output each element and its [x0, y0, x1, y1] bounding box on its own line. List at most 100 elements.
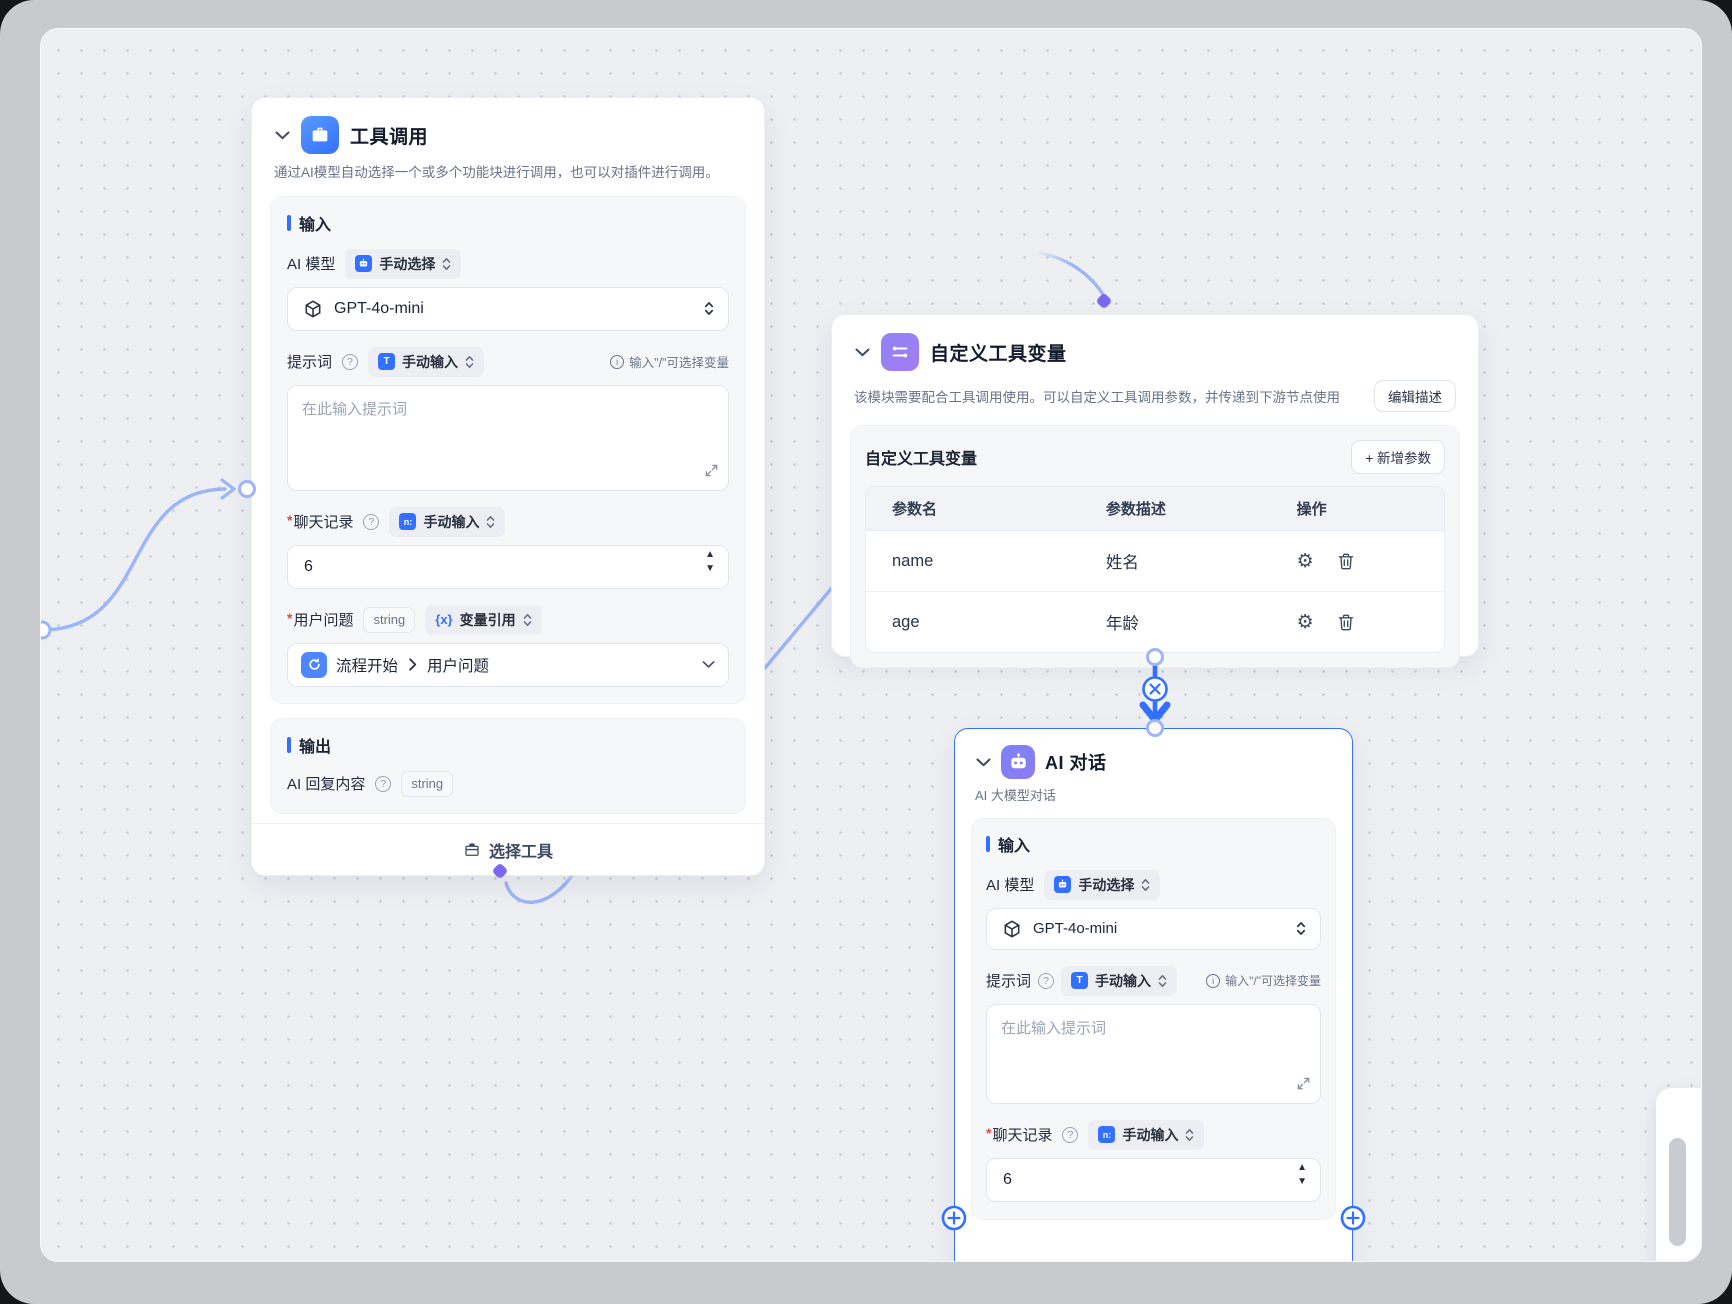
- collapse-chevron-icon[interactable]: [274, 127, 290, 143]
- toolbox-outline-icon: [465, 842, 479, 856]
- model-mode-select[interactable]: 手动选择: [1044, 869, 1161, 900]
- variable-hint: 输入"/"可选择变量: [1206, 972, 1321, 989]
- offscreen-panel-handle[interactable]: [1669, 1138, 1686, 1246]
- output-panel: 输出 AI 回复内容 string: [270, 717, 746, 814]
- node-ai-chat[interactable]: AI 对话 AI 大模型对话 输入 AI 模型 手动选择: [954, 728, 1353, 1261]
- collapse-chevron-icon[interactable]: [975, 754, 991, 770]
- model-value: GPT-4o-mini: [1033, 920, 1118, 938]
- expand-icon[interactable]: [1297, 1077, 1310, 1095]
- delete-edge-button: [1142, 676, 1168, 702]
- trash-icon[interactable]: [1338, 614, 1354, 631]
- selector-updown-icon: [523, 613, 532, 627]
- history-mode-select[interactable]: n: 手动输入: [1088, 1119, 1205, 1150]
- node-subtitle: AI 大模型对话: [975, 788, 1056, 803]
- required-asterisk: *: [287, 610, 293, 627]
- prompt-textarea-wrap: [287, 384, 729, 491]
- prompt-label: 提示词: [986, 973, 1032, 991]
- help-icon[interactable]: [375, 775, 392, 792]
- gear-icon[interactable]: ⚙: [1296, 611, 1314, 633]
- selector-updown-icon: [704, 301, 714, 316]
- history-mode-select[interactable]: n: 手动输入: [389, 506, 506, 537]
- selector-updown-icon: [442, 257, 451, 271]
- history-label: *聊天记录: [287, 512, 354, 532]
- edge-arrowhead-icon: [1139, 701, 1171, 724]
- selector-updown-icon: [1296, 921, 1306, 936]
- help-icon[interactable]: [1062, 1126, 1079, 1143]
- node-tool-call[interactable]: 工具调用 通过AI模型自动选择一个或多个功能块进行调用，也可以对插件进行调用。 …: [251, 97, 765, 876]
- prompt-mode-select[interactable]: T 手动输入: [368, 346, 485, 377]
- custom-vars-panel: 自定义工具变量 + 新增参数 参数名 参数描述 操作 name 姓名: [850, 425, 1460, 668]
- number-input-icon: n:: [1098, 1126, 1116, 1144]
- robot-icon: [1054, 876, 1072, 894]
- edge-arrow-icon: [220, 478, 236, 500]
- input-panel: 输入 AI 模型 手动选择 GPT-4o-mini: [270, 195, 746, 704]
- model-label: AI 模型: [986, 877, 1035, 895]
- prompt-mode-label: 手动输入: [1095, 972, 1152, 989]
- trash-icon[interactable]: [1338, 553, 1354, 570]
- flow-canvas[interactable]: 工具调用 通过AI模型自动选择一个或多个功能块进行调用，也可以对插件进行调用。 …: [40, 28, 1702, 1262]
- question-mode-select[interactable]: {x} 变量引用: [425, 604, 542, 635]
- edge-start-to-toolcall: [43, 487, 227, 632]
- gear-icon[interactable]: ⚙: [1296, 550, 1314, 572]
- step-up-icon: ▲: [1297, 1161, 1307, 1173]
- required-asterisk: *: [287, 512, 293, 529]
- close-icon: [1149, 683, 1161, 695]
- edge-diamond-handle[interactable]: [1095, 292, 1113, 310]
- node-description: 通过AI模型自动选择一个或多个功能块进行调用，也可以对插件进行调用。: [274, 165, 719, 180]
- output-label: AI 回复内容: [287, 776, 366, 794]
- section-title-input: 输入: [998, 837, 1031, 855]
- history-number-wrap: ▲▼: [287, 544, 729, 589]
- step-down-icon: ▼: [705, 562, 715, 574]
- step-up-icon: ▲: [705, 548, 715, 560]
- col-actions: 操作: [1270, 487, 1444, 531]
- node-title: AI 对话: [1045, 753, 1107, 773]
- add-param-button[interactable]: + 新增参数: [1351, 440, 1445, 474]
- history-number-input[interactable]: [287, 544, 729, 589]
- model-mode-select[interactable]: 手动选择: [345, 248, 462, 279]
- expand-icon[interactable]: [705, 464, 718, 482]
- param-name: name: [866, 531, 1080, 592]
- openai-logo-icon: [1004, 920, 1020, 938]
- prompt-textarea[interactable]: [302, 397, 714, 454]
- history-number-wrap: ▲▼: [986, 1157, 1321, 1202]
- param-name: age: [892, 612, 920, 631]
- help-icon[interactable]: [1038, 972, 1055, 989]
- info-icon: [610, 354, 625, 369]
- question-label: *用户问题: [287, 610, 354, 630]
- number-stepper[interactable]: ▲▼: [1297, 1161, 1307, 1187]
- select-tool-button[interactable]: 选择工具: [252, 823, 764, 875]
- model-label: AI 模型: [287, 256, 336, 274]
- number-stepper[interactable]: ▲▼: [705, 548, 715, 574]
- number-input-icon: n:: [399, 513, 417, 531]
- toolbox-icon: [301, 116, 339, 154]
- text-input-icon: T: [378, 353, 396, 371]
- prompt-textarea[interactable]: [1001, 1016, 1306, 1069]
- ref-field: 用户问题: [427, 657, 490, 675]
- params-table: 参数名 参数描述 操作 name 姓名 ⚙ a: [865, 486, 1445, 653]
- history-mode-label: 手动输入: [1122, 1126, 1179, 1143]
- robot-icon: [355, 255, 373, 273]
- help-icon[interactable]: [363, 513, 380, 530]
- help-icon[interactable]: [342, 353, 359, 370]
- step-down-icon: ▼: [1297, 1175, 1307, 1187]
- prompt-mode-select[interactable]: T 手动输入: [1061, 965, 1178, 996]
- edit-description-button[interactable]: 编辑描述: [1374, 380, 1456, 412]
- model-mode-label: 手动选择: [1078, 876, 1135, 893]
- param-desc: 年龄: [1105, 615, 1139, 633]
- type-tag: string: [401, 770, 454, 797]
- table-row: name 姓名 ⚙: [866, 531, 1444, 592]
- robot-icon: [1001, 745, 1035, 779]
- selector-updown-icon: [1185, 1128, 1194, 1142]
- node-custom-vars[interactable]: 自定义工具变量 该模块需要配合工具调用使用。可以自定义工具调用参数，并传递到下游…: [831, 314, 1479, 668]
- prompt-label: 提示词: [287, 354, 333, 372]
- history-number-input[interactable]: [986, 1157, 1321, 1202]
- model-select[interactable]: GPT-4o-mini: [287, 286, 729, 331]
- model-select[interactable]: GPT-4o-mini: [986, 907, 1321, 950]
- offscreen-panel[interactable]: [1656, 1088, 1701, 1261]
- question-ref-select[interactable]: 流程开始 用户问题: [287, 642, 729, 687]
- text-input-icon: T: [1071, 972, 1089, 990]
- collapse-chevron-icon[interactable]: [854, 344, 870, 360]
- section-title-output: 输出: [299, 738, 332, 756]
- sliders-icon: [881, 333, 919, 371]
